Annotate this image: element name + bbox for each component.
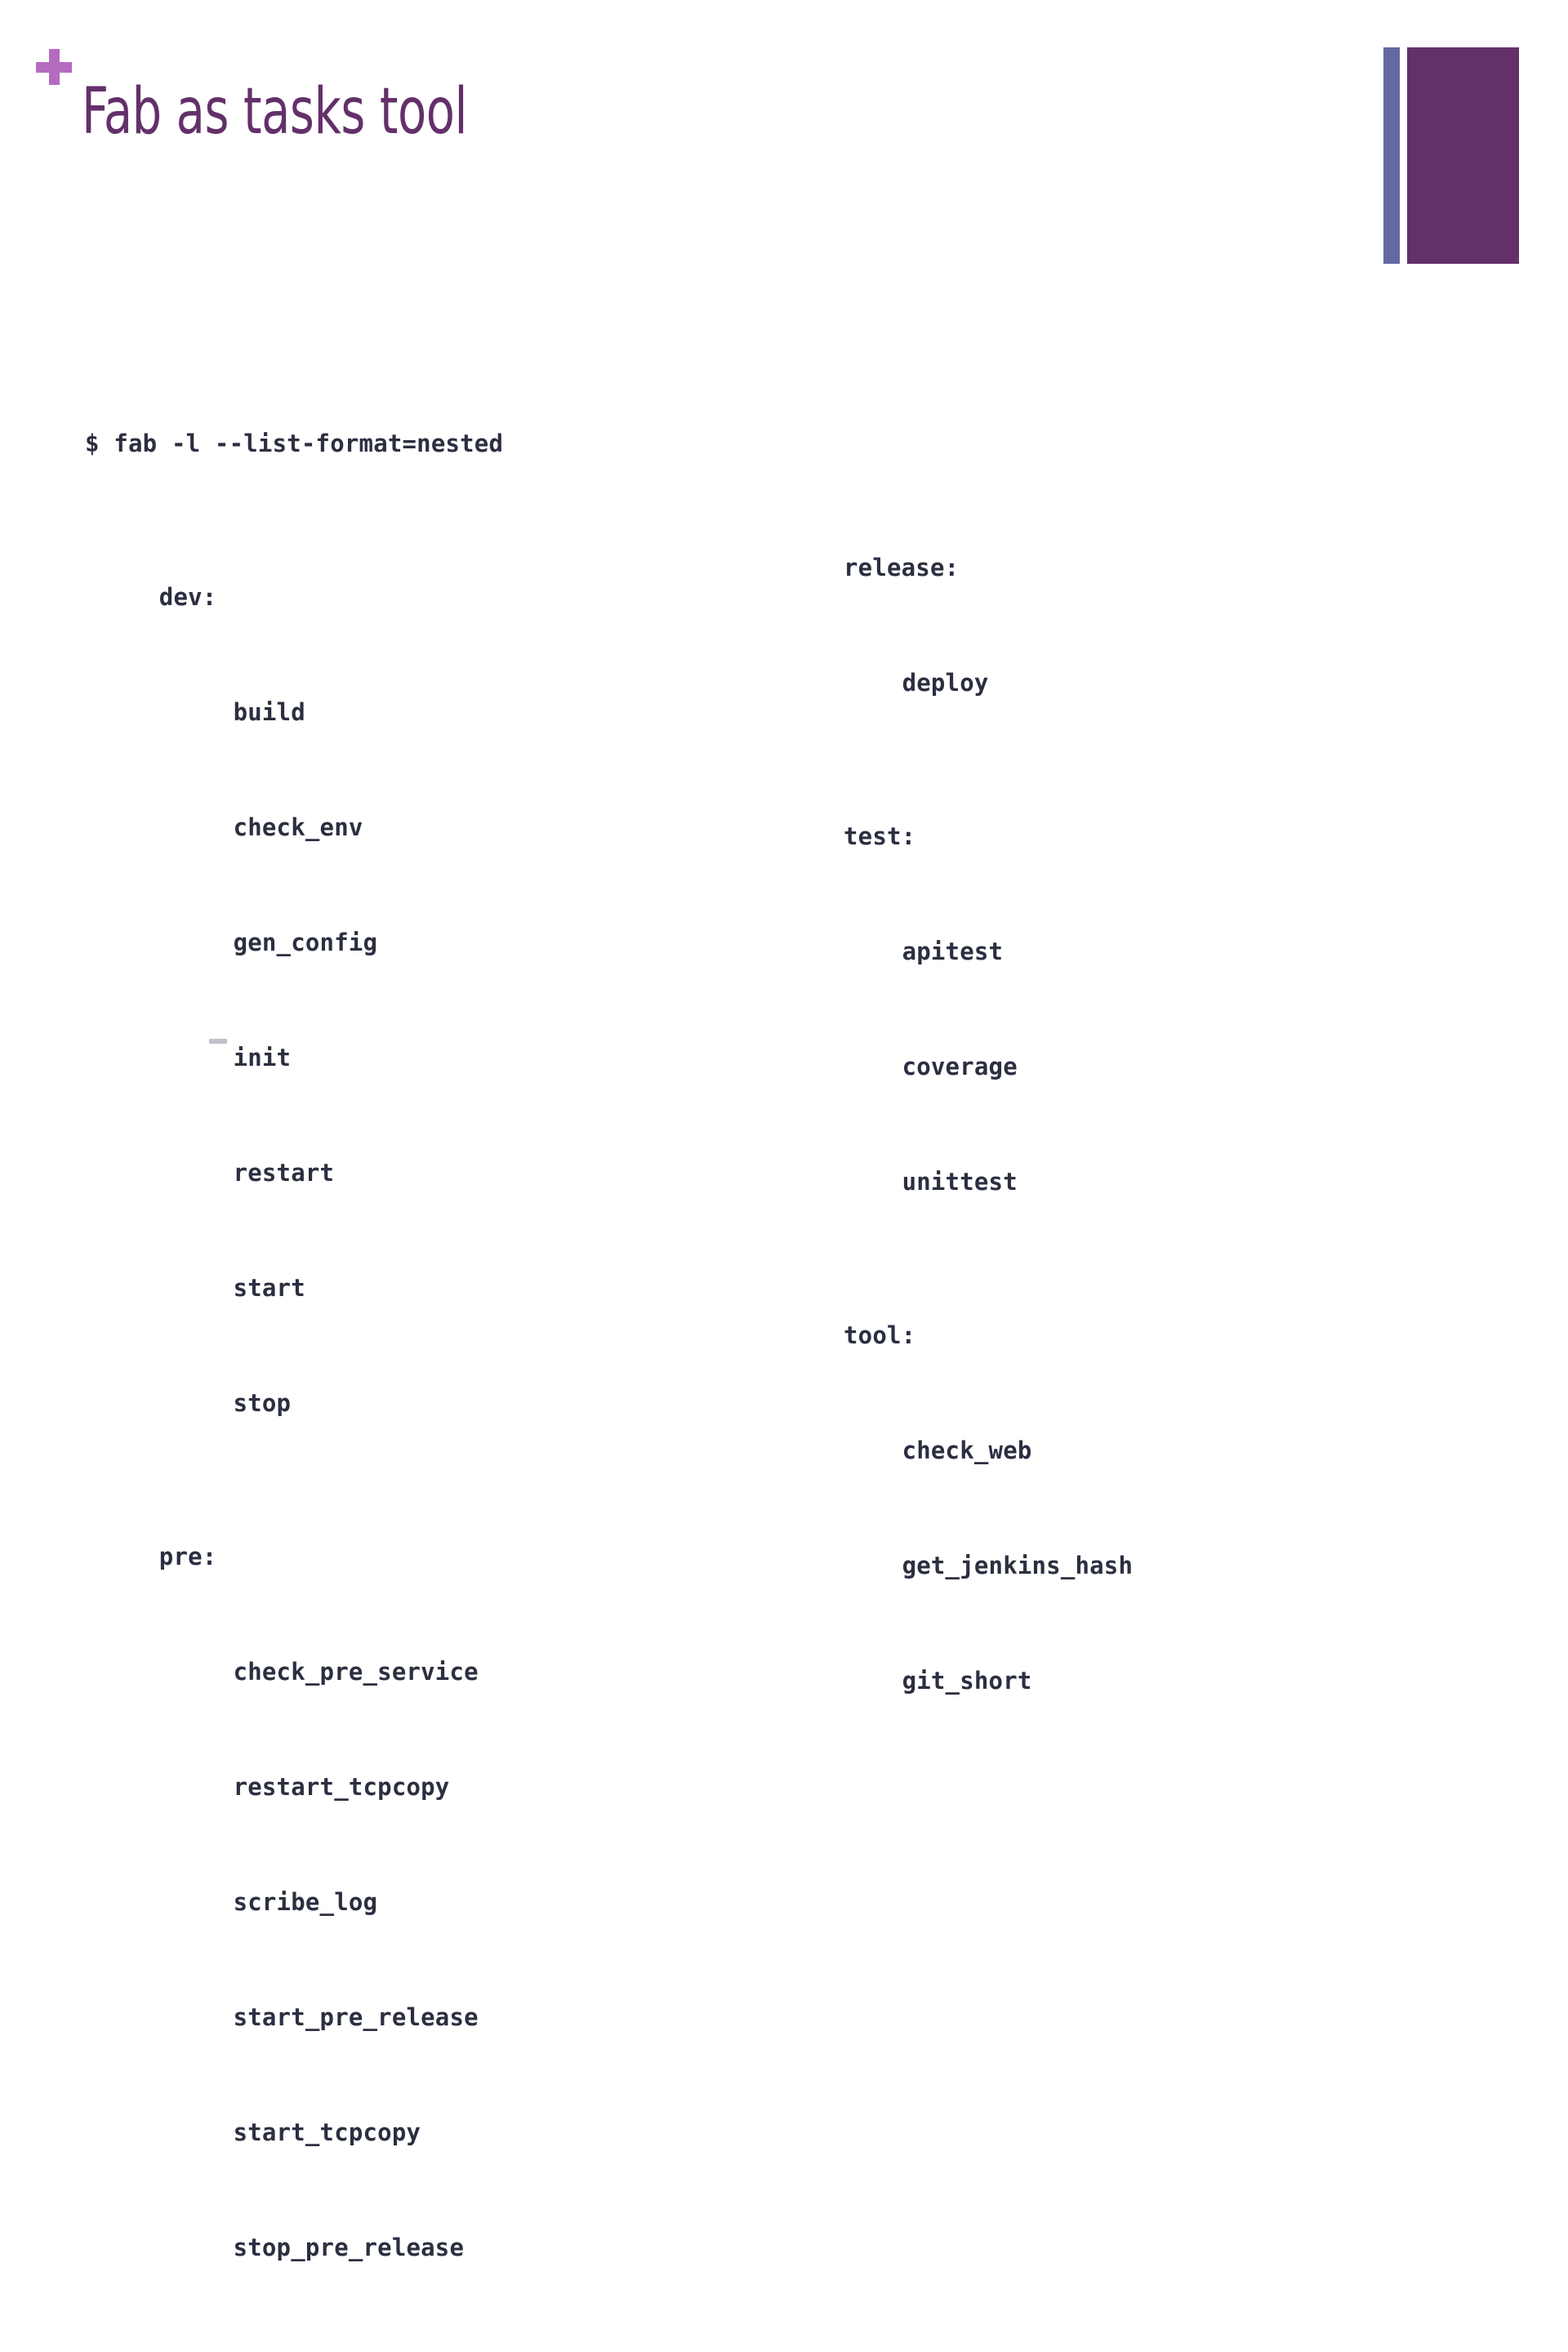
terminal-task-item: scribe_log (233, 1888, 378, 1916)
terminal-task-item: restart (233, 1159, 335, 1187)
terminal-task-item: apitest (902, 938, 1004, 965)
terminal-task-item: git_short (902, 1667, 1032, 1695)
terminal-task-item: stop_tcpcopy (85, 2344, 503, 2352)
terminal-task-item: deploy (902, 669, 989, 697)
terminal-task-item: start_pre_release (233, 2003, 479, 2031)
terminal-task-item: start_tcpcopy (233, 2118, 421, 2146)
terminal-task-item: build (233, 698, 305, 726)
terminal-task-item: stop (233, 1389, 292, 1417)
terminal-command-line: $ fab -l --list-format=nested (85, 430, 504, 457)
terminal-group-label-dev: dev: (158, 583, 217, 611)
terminal-output-right-column: release: deploy test: apitest coverage u… (844, 472, 1133, 1739)
corner-decoration-block (1407, 47, 1519, 264)
plus-mark-icon (36, 49, 72, 85)
terminal-task-item: restart_tcpcopy (233, 1773, 450, 1801)
plus-mark-vertical-bar (49, 49, 60, 85)
terminal-group-label-release: release: (844, 554, 960, 581)
clipped-text-remnant (209, 1039, 227, 1044)
terminal-task-item: get_jenkins_hash (902, 1552, 1134, 1579)
terminal-output-left-column: $ fab -l --list-format=nested dev: build… (85, 348, 503, 2352)
terminal-task-item: unittest (902, 1168, 1018, 1196)
terminal-group-label-tool: tool: (844, 1321, 916, 1349)
terminal-task-item: start (233, 1274, 305, 1302)
terminal-task-item: gen_config (233, 929, 378, 956)
terminal-task-item: check_pre_service (233, 1658, 479, 1686)
terminal-group-label-test: test: (844, 822, 916, 850)
terminal-task-item: coverage (902, 1053, 1018, 1080)
terminal-task-item: check_env (233, 813, 363, 841)
corner-decoration-thin-bar (1383, 47, 1400, 264)
terminal-task-item: stop_pre_release (233, 2234, 465, 2261)
terminal-task-item: init (233, 1044, 292, 1071)
slide-title: Fab as tasks tool (82, 75, 468, 149)
terminal-task-item: check_web (902, 1437, 1032, 1464)
terminal-group-label-pre: pre: (158, 1543, 217, 1570)
